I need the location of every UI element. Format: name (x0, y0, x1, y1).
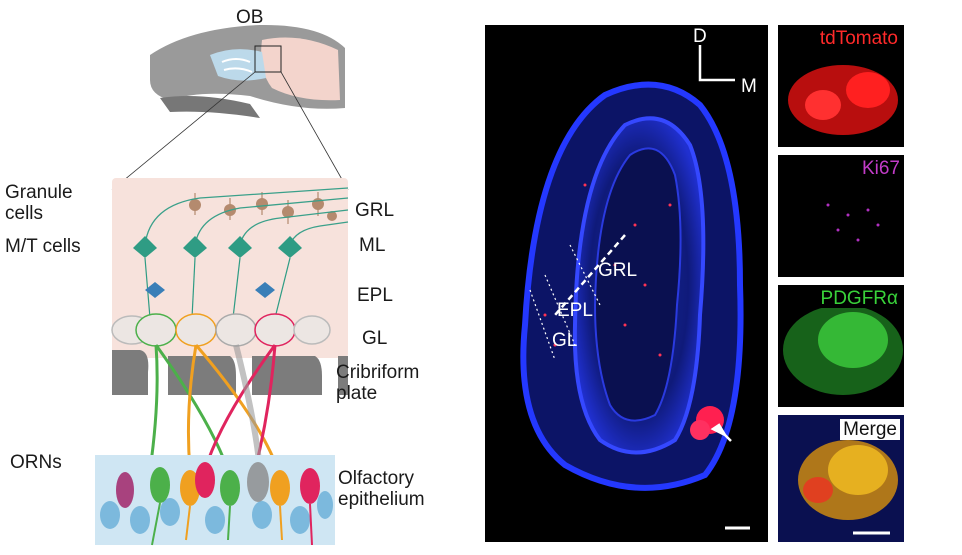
olfactory-bulb-section-image: D M GRL EPL GL (485, 25, 768, 542)
channel-label-merge: Merge (840, 419, 900, 440)
label-ml: ML (359, 235, 386, 256)
label-mt-cells: M/T cells (5, 236, 81, 257)
section-label-epl: EPL (557, 300, 593, 321)
channel-panel-merge: Merge (778, 415, 904, 542)
channel-panel-pdgfra: PDGFRα (778, 285, 904, 407)
channel-label-tdtomato: tdTomato (817, 28, 900, 49)
orientation-medial: M (741, 76, 757, 97)
label-ob: OB (236, 7, 264, 28)
schematic-drawing (95, 24, 349, 546)
section-drawing (520, 45, 750, 530)
channel-panel-tdtomato: tdTomato (778, 25, 904, 147)
label-gl: GL (362, 328, 388, 349)
orientation-dorsal: D (693, 26, 707, 47)
olfactory-schematic: OB Granule cells M/T cells GRL ML EPL GL… (0, 0, 470, 555)
channel-label-ki67: Ki67 (861, 158, 900, 179)
section-label-gl: GL (552, 330, 578, 351)
channel-panel-ki67: Ki67 (778, 155, 904, 277)
label-orns: ORNs (10, 452, 62, 473)
channel-label-pdgfra: PDGFRα (818, 288, 900, 309)
label-olfactory-epithelium: Olfactory epithelium (338, 468, 425, 511)
label-granule-cells: Granule cells (5, 182, 73, 225)
label-grl: GRL (355, 200, 395, 221)
bulb-tissue (112, 178, 348, 358)
label-cribriform-plate: Cribriform plate (336, 362, 420, 405)
section-label-grl: GRL (598, 260, 638, 281)
rodent-head-illustration (150, 24, 345, 118)
label-epl: EPL (357, 285, 393, 306)
